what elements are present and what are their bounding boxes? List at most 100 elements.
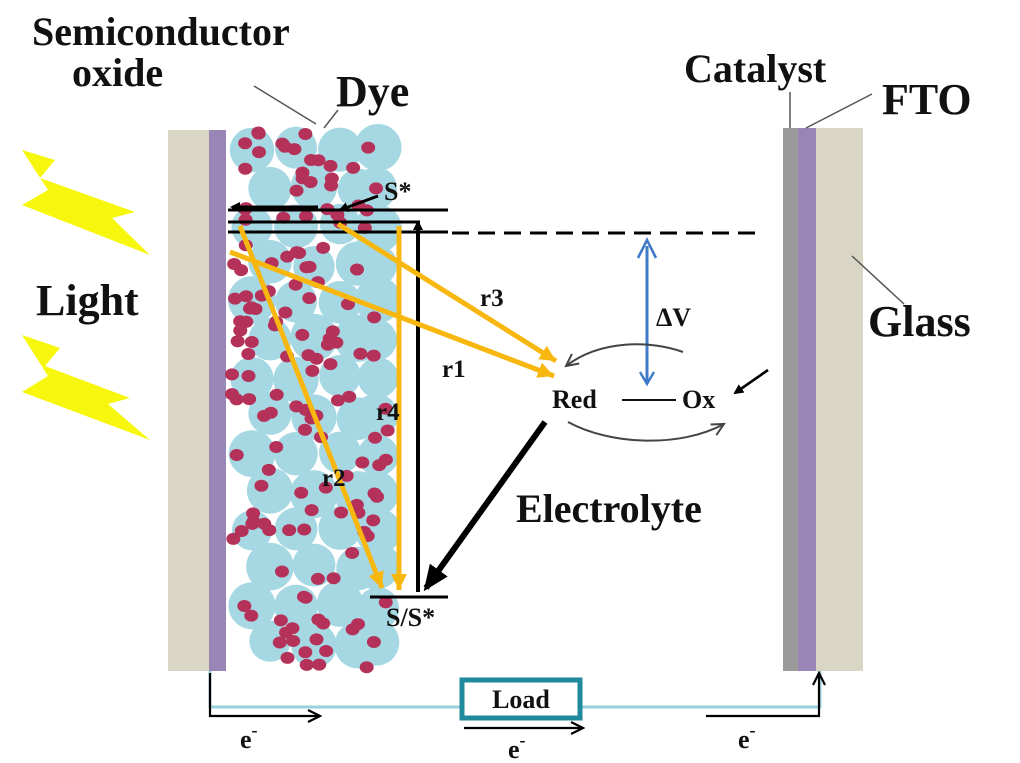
dye-molecule — [280, 250, 295, 263]
dye-molecule — [349, 498, 364, 511]
dye-molecule — [323, 159, 338, 172]
right-fto-layer — [798, 128, 816, 671]
dye-molecule — [309, 352, 324, 365]
dye-molecule — [251, 127, 266, 140]
electron-flow-left-arrow — [208, 673, 320, 716]
dye-molecule — [367, 311, 382, 324]
oxide-particle — [246, 542, 294, 591]
dye-molecule — [239, 315, 254, 328]
dye-molecule — [304, 504, 319, 517]
dye-molecule — [299, 658, 314, 671]
delta-v-arrowhead-top — [636, 237, 658, 259]
electrolyte-label: Electrolyte — [516, 486, 702, 531]
dye-molecule — [369, 182, 384, 195]
dye-molecule — [302, 292, 317, 305]
light-bolt-upper-icon — [22, 150, 150, 255]
dye-molecule — [272, 636, 287, 649]
dye-molecule — [326, 572, 341, 585]
dye-molecule — [366, 636, 381, 649]
r3-arrow — [336, 221, 558, 364]
dye-molecule — [305, 364, 320, 377]
dye-molecule — [310, 572, 325, 585]
electron-left-label: e- — [240, 720, 258, 754]
light-label: Light — [36, 276, 139, 325]
dye-molecule — [316, 617, 331, 630]
dye-molecule — [378, 596, 393, 609]
dye-molecule — [287, 143, 302, 156]
oxide-particle — [228, 582, 276, 630]
dye-leader-line — [323, 109, 339, 129]
oxide-particle — [354, 123, 402, 171]
dye-molecule — [309, 633, 324, 646]
dye-molecule — [323, 358, 338, 371]
dye-molecule — [273, 614, 288, 627]
dye-molecule — [238, 162, 253, 175]
dye-molecule — [269, 388, 284, 401]
dye-molecule — [278, 306, 293, 319]
dye-molecule — [361, 141, 376, 154]
dye-molecule — [311, 154, 326, 167]
oxide-particle — [318, 506, 362, 550]
oxide-particle — [246, 467, 294, 514]
red-label: Red — [552, 385, 597, 414]
excitation-pointer-arrow — [338, 194, 379, 212]
dye-molecule — [237, 600, 252, 613]
redox-cycle-bottom-arc — [567, 421, 724, 442]
dye-molecule — [285, 622, 300, 635]
oxide-particle — [357, 357, 399, 399]
dye-molecule — [241, 369, 256, 382]
light-bolt-lower-icon — [22, 335, 150, 440]
dye-molecule — [312, 658, 327, 671]
glass-label: Glass — [868, 297, 971, 346]
dye-molecule — [298, 591, 313, 604]
dye-molecule — [251, 146, 266, 159]
dye-molecule — [243, 302, 258, 315]
dye-molecule — [239, 290, 254, 303]
dye-molecule — [229, 393, 244, 406]
left-fto-layer — [209, 130, 226, 671]
oxide-particle — [352, 541, 400, 590]
fto-label: FTO — [882, 75, 972, 124]
semiconductor-particle-layer — [225, 123, 402, 674]
dye-molecule — [228, 292, 243, 305]
dye-molecule — [254, 479, 269, 492]
dye-molecule — [233, 324, 248, 337]
r2-label: r2 — [322, 465, 346, 492]
dye-molecule — [368, 431, 383, 444]
dye-molecule — [292, 246, 307, 259]
oxide-particle — [316, 580, 364, 627]
dye-molecule — [345, 623, 360, 636]
dye-molecule — [298, 646, 313, 659]
dye-molecule — [244, 335, 259, 348]
dye-molecule — [334, 506, 349, 519]
dye-molecule — [234, 264, 249, 277]
delta-v-label: ΔV — [656, 303, 691, 332]
dye-molecule — [346, 161, 361, 174]
dye-molecule — [244, 609, 259, 622]
dye-label: Dye — [336, 67, 409, 116]
regeneration-arrow — [423, 420, 548, 592]
dye-molecule — [378, 453, 393, 466]
r2-arrow — [237, 225, 385, 589]
electron-right-label: e- — [738, 720, 756, 754]
oxide-label: oxide — [72, 50, 163, 95]
dye-molecule — [303, 176, 318, 189]
oxide-particle — [228, 430, 276, 477]
r3-label: r3 — [480, 285, 504, 312]
semiconductor-label: Semiconductor — [32, 9, 290, 54]
dye-molecule — [345, 546, 360, 559]
dye-molecule — [234, 524, 249, 537]
dye-molecule — [350, 263, 365, 276]
dye-molecule — [280, 651, 295, 664]
dye-molecule — [257, 517, 272, 530]
dye-molecule — [225, 368, 240, 381]
load-box — [459, 677, 583, 721]
dye-molecule — [242, 393, 257, 406]
dye-molecule — [299, 210, 314, 223]
dye-molecule — [282, 524, 297, 537]
glass-leader-line — [851, 255, 905, 305]
catalyst-to-ox-arrow — [733, 368, 769, 395]
s-star-label: S* — [384, 177, 411, 206]
load-label: Load — [492, 685, 550, 714]
